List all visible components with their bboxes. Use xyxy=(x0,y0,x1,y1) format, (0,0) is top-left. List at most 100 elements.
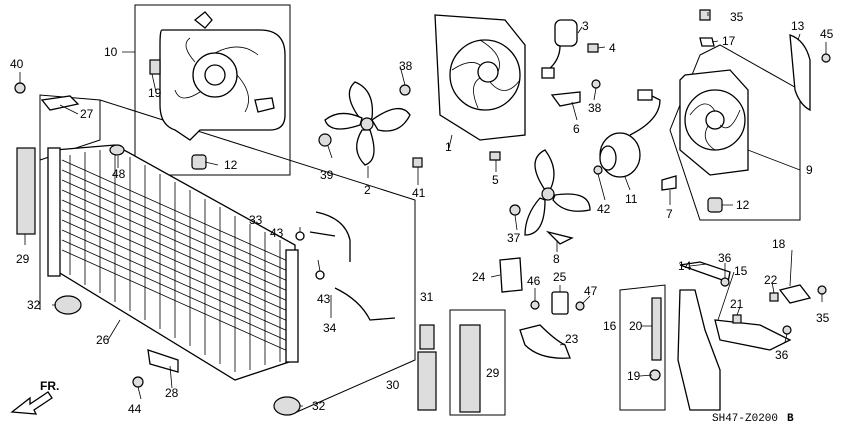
callout-44: 44 xyxy=(128,402,142,416)
callout-39: 39 xyxy=(320,168,334,182)
clip-part-5 xyxy=(489,151,501,161)
bolt-part-36a xyxy=(720,277,730,287)
callout-7: 7 xyxy=(666,207,673,221)
pipe-fitting-33 xyxy=(309,231,336,237)
bracket-part-15 xyxy=(714,319,792,351)
oring-part-43b xyxy=(315,270,325,280)
callout-10: 10 xyxy=(104,45,118,59)
bolt-part-38b xyxy=(591,79,601,89)
callout-47: 47 xyxy=(584,284,598,298)
seal-group-outline xyxy=(449,309,506,416)
washer-part-8b xyxy=(545,230,574,245)
callout-30: 30 xyxy=(386,378,400,392)
callout-28: 28 xyxy=(165,386,179,400)
collar-part-12b xyxy=(707,197,723,213)
clip-part-7 xyxy=(661,175,677,191)
callout-43: 43 xyxy=(317,292,331,306)
callout-3: 3 xyxy=(582,19,589,33)
callout-24: 24 xyxy=(472,270,486,284)
callout-11: 11 xyxy=(625,192,638,206)
seal-part-29a xyxy=(16,147,36,235)
bracket-part-24 xyxy=(499,257,523,293)
pipe-part-33 xyxy=(315,211,351,262)
relay-part-25 xyxy=(551,291,569,315)
callout-40: 40 xyxy=(10,57,24,71)
bolt-part-35b xyxy=(817,285,827,295)
condenser-group-outline xyxy=(99,99,416,416)
motor-part-11 xyxy=(599,89,661,178)
grommet-part-4 xyxy=(587,43,599,53)
callout-29: 29 xyxy=(16,252,30,266)
callout-17: 17 xyxy=(722,34,736,48)
bolt-part-40 xyxy=(14,82,26,94)
leader-lines xyxy=(19,12,827,407)
callout-35: 35 xyxy=(730,10,744,24)
nut-part-39 xyxy=(318,133,332,147)
bracket-part-6 xyxy=(550,91,581,107)
callout-32: 32 xyxy=(27,298,41,312)
callout-45: 45 xyxy=(820,27,834,41)
callout-22: 22 xyxy=(764,273,778,287)
callout-32: 32 xyxy=(312,399,326,413)
nut-part-37 xyxy=(509,204,521,216)
seal-part-20 xyxy=(651,297,662,361)
callout-14: 14 xyxy=(678,259,692,273)
callout-13: 13 xyxy=(791,19,805,33)
callout-35: 35 xyxy=(816,311,830,325)
seal-part-30 xyxy=(417,351,437,411)
callout-1: 1 xyxy=(445,140,452,154)
callout-41: 41 xyxy=(412,186,426,200)
condenser-group-outline-left xyxy=(39,94,101,161)
bracket-part-14 xyxy=(679,261,731,283)
bracket-part-28 xyxy=(147,349,179,373)
callout-36: 36 xyxy=(775,348,789,362)
cushion-part-32b xyxy=(273,396,301,416)
drawing-code: SH47-Z0200 xyxy=(712,413,778,425)
harness-part-23 xyxy=(519,324,571,359)
condenser-fins xyxy=(61,149,291,372)
callout-9: 9 xyxy=(806,163,813,177)
oring-part-43a xyxy=(295,231,305,241)
callout-46: 46 xyxy=(527,274,541,288)
callout-23: 23 xyxy=(565,332,579,346)
callout-31: 31 xyxy=(420,290,434,304)
callout-20: 20 xyxy=(629,319,643,333)
motor-part-3 xyxy=(541,19,578,79)
drawing-code-suffix: B xyxy=(787,413,794,425)
fan-part-8 xyxy=(524,149,591,236)
callout-43: 43 xyxy=(270,226,284,240)
callout-26: 26 xyxy=(96,333,110,347)
clip-part-22 xyxy=(769,292,779,302)
bolt-part-45 xyxy=(821,53,831,63)
cushion-part-32a xyxy=(54,295,82,315)
bracket-part-18 xyxy=(778,284,812,304)
callout-48: 48 xyxy=(112,167,126,181)
bolt-part-35a xyxy=(699,9,711,21)
callout-18: 18 xyxy=(772,237,786,251)
front-label: FR. xyxy=(40,379,59,393)
callout-38: 38 xyxy=(588,101,602,115)
callout-19: 19 xyxy=(627,369,641,383)
callout-27: 27 xyxy=(80,107,94,121)
clip-part-21 xyxy=(732,314,742,324)
nut-part-48 xyxy=(109,144,125,156)
bracket-part-13 xyxy=(789,34,811,112)
callout-6: 6 xyxy=(573,122,580,136)
callout-12: 12 xyxy=(736,198,750,212)
callout-25: 25 xyxy=(553,270,567,284)
sub-fan-group-outline xyxy=(669,44,801,221)
bolt-part-38a xyxy=(399,84,411,96)
callout-21: 21 xyxy=(730,297,744,311)
sub-shroud-part xyxy=(679,69,749,176)
callout-16: 16 xyxy=(603,319,617,333)
bracket-part-16 xyxy=(677,289,721,411)
pipe-part-34 xyxy=(334,287,396,321)
bolt-part-46 xyxy=(530,300,540,310)
bolt-part-44 xyxy=(132,376,144,388)
collar-part-12a xyxy=(191,154,207,170)
callout-12: 12 xyxy=(224,158,238,172)
front-direction-arrow xyxy=(10,391,53,415)
callout-4: 4 xyxy=(609,41,616,55)
callout-38: 38 xyxy=(399,59,413,73)
